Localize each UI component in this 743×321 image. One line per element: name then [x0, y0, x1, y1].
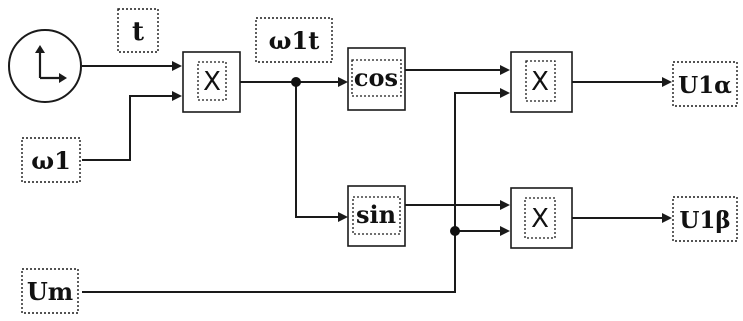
label-angular-frequency: ω1 [21, 137, 81, 183]
arrowhead [500, 65, 510, 75]
cos-block: cos [347, 47, 406, 111]
arrowhead [338, 77, 348, 87]
junction-dot [450, 226, 460, 236]
multiplier-symbol: X [203, 67, 221, 97]
label-time-text: t [132, 17, 144, 47]
sin-label: sin [356, 200, 396, 229]
label-time: t [117, 8, 159, 53]
arrowhead [662, 77, 672, 87]
output-beta: U1β [672, 196, 738, 242]
arrowhead [500, 88, 510, 98]
wire-omega-to-multiplier [82, 95, 172, 161]
multiplier-beta-symbol: X [531, 204, 549, 234]
multiplier-alpha-block: X [510, 51, 573, 113]
sin-block: sin [347, 185, 406, 247]
label-amplitude: Um [21, 268, 79, 314]
label-angle-text: ω1t [269, 26, 320, 55]
arrowhead [172, 61, 182, 71]
clock-icon [35, 45, 67, 83]
label-angle: ω1t [255, 17, 333, 63]
output-alpha: U1α [672, 61, 738, 107]
output-alpha-text: U1α [678, 72, 732, 99]
arrowhead [172, 91, 182, 101]
clock-block [8, 29, 82, 103]
arrowhead [662, 213, 672, 223]
arrowhead [500, 200, 510, 210]
label-angular-frequency-text: ω1 [31, 146, 71, 175]
output-beta-text: U1β [679, 207, 730, 234]
multiplier-beta-block: X [510, 187, 573, 249]
multiplier-alpha-symbol: X [531, 67, 549, 97]
label-amplitude-text: Um [27, 277, 73, 306]
wires [82, 61, 672, 293]
cos-label: cos [354, 63, 398, 92]
multiplier-block: X [182, 51, 241, 113]
junction-dot [291, 77, 301, 87]
arrowhead [338, 212, 348, 222]
wire-um [82, 92, 500, 293]
arrowhead [500, 226, 510, 236]
wire-junction-to-sin [295, 82, 338, 218]
